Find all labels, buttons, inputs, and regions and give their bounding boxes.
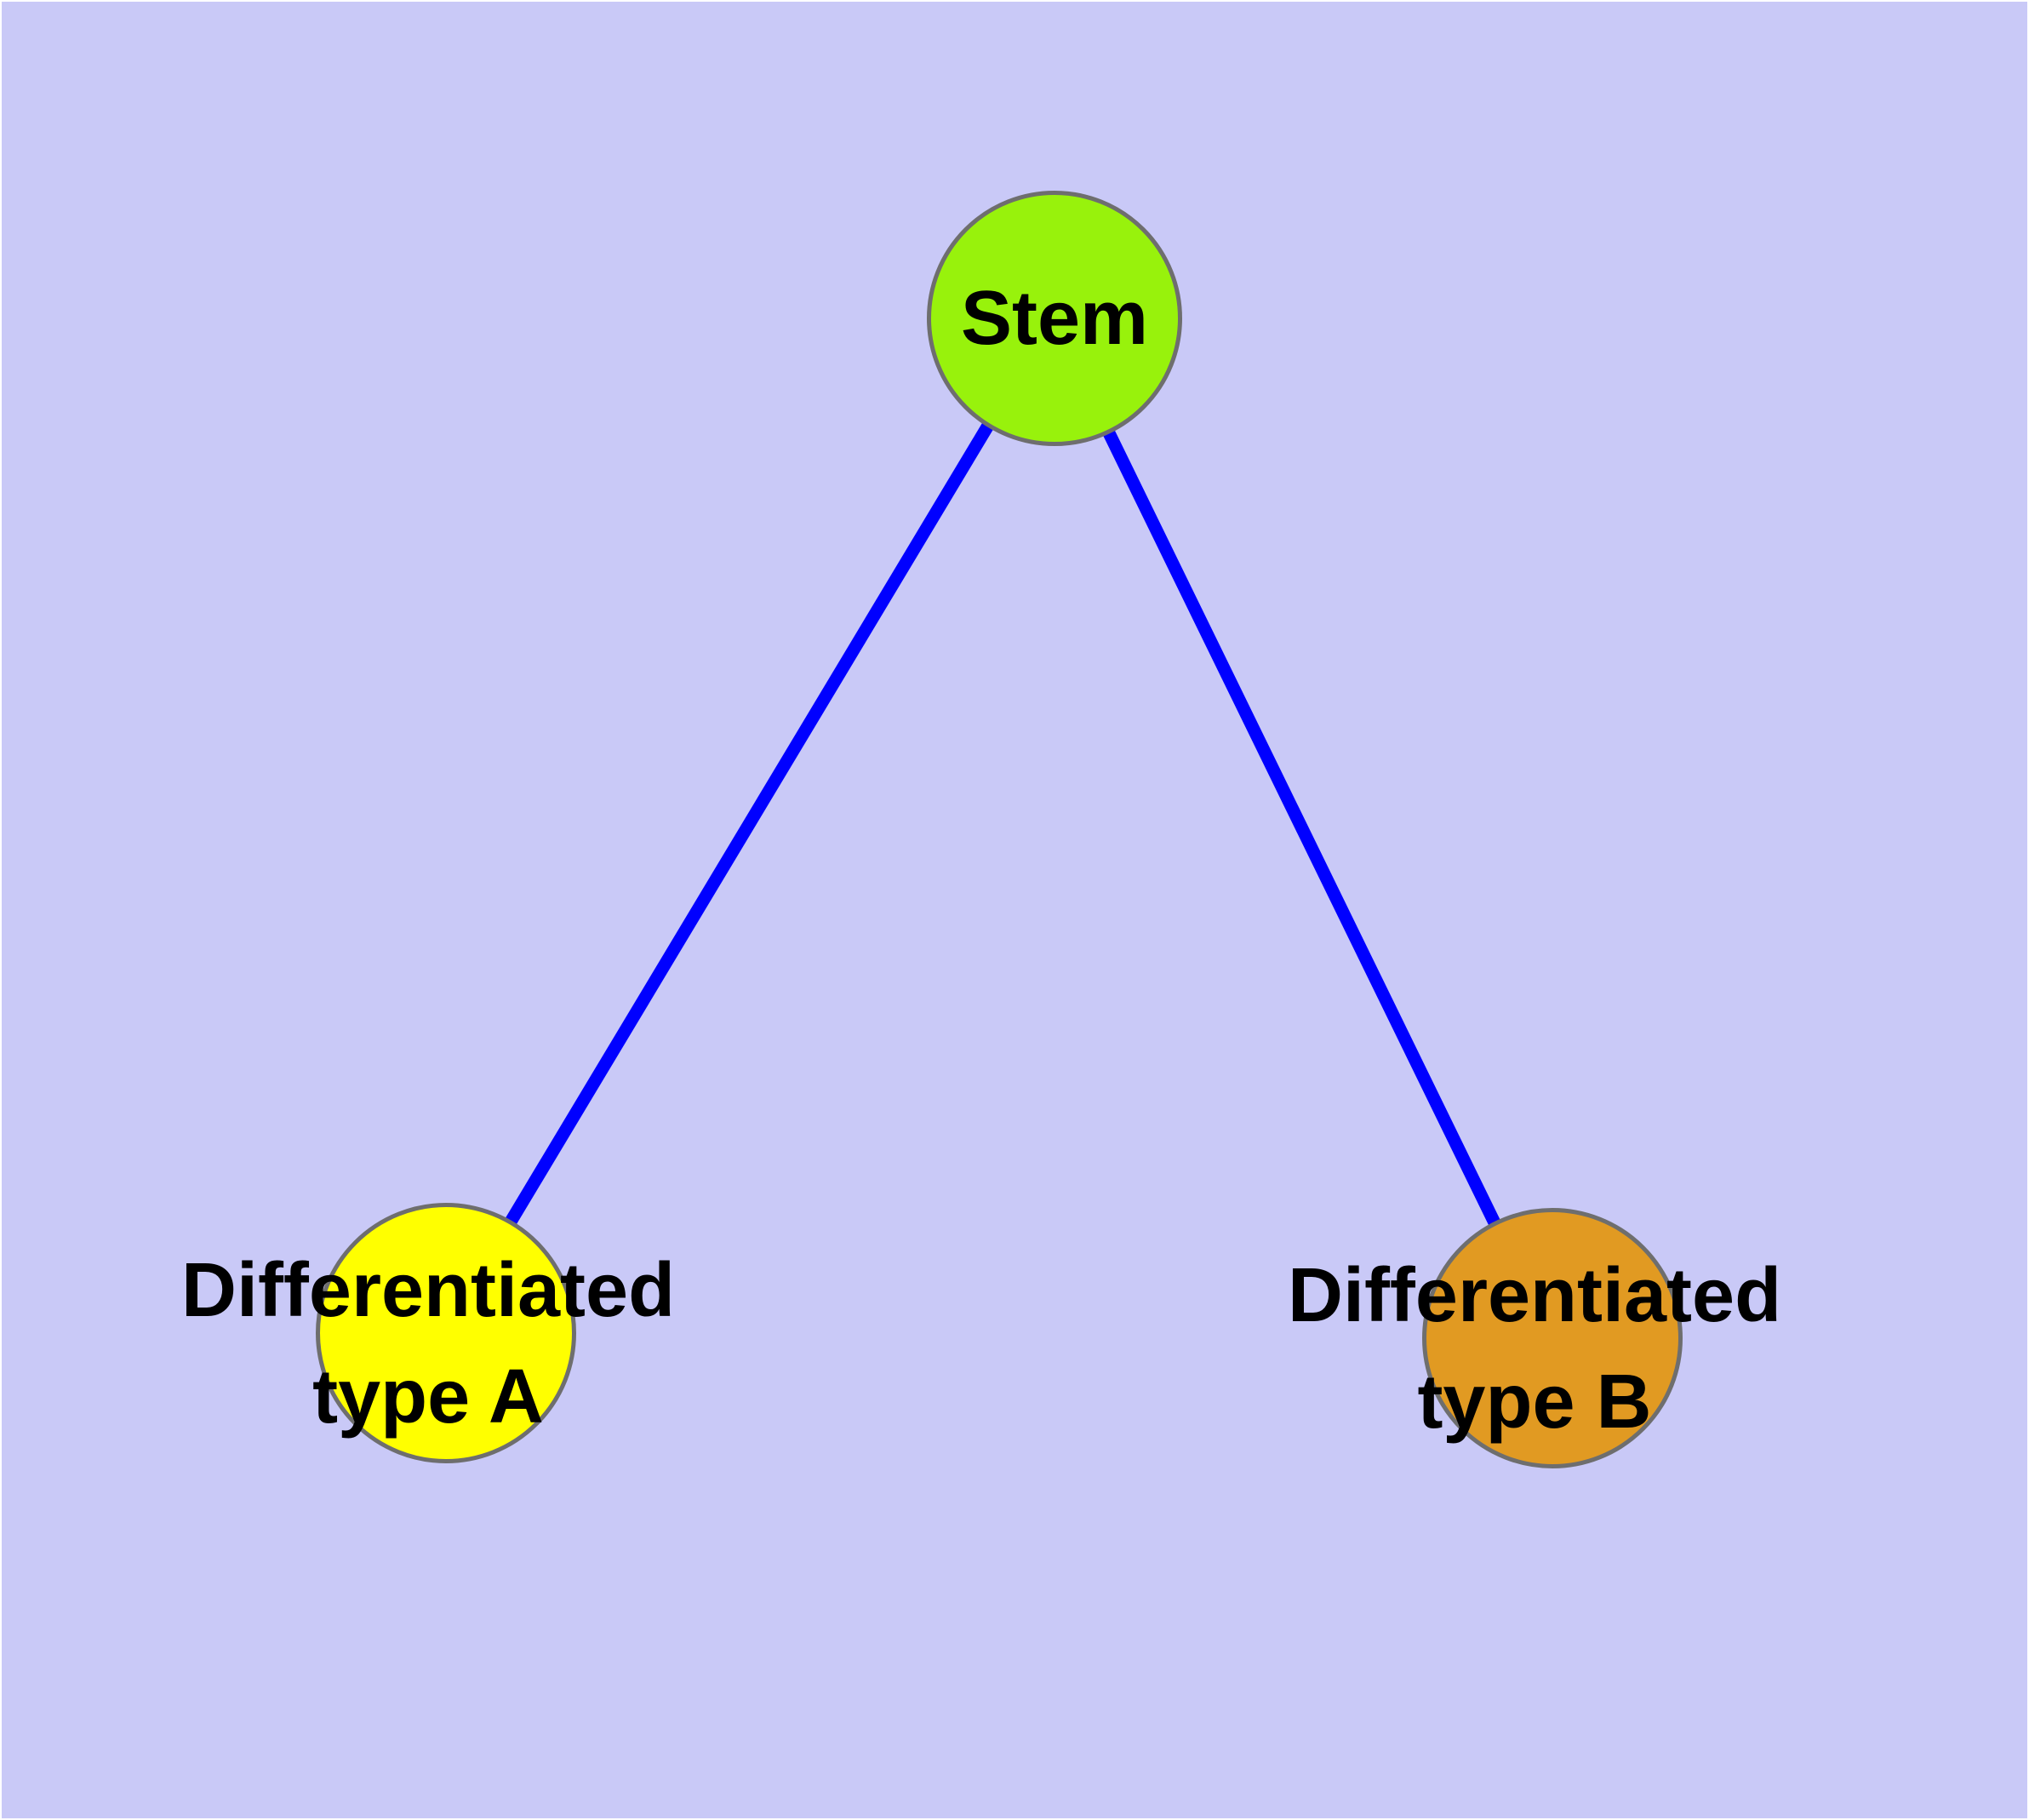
node-differentiated-type-a-label: Differentiated type A — [180, 1248, 676, 1439]
node-differentiated-type-b — [1422, 1208, 1683, 1468]
node-differentiated-type-a — [316, 1203, 576, 1463]
node-stem: Stem — [927, 191, 1182, 446]
node-stem-label: Stem — [960, 275, 1149, 361]
edge-stem-to-type-b — [1047, 315, 1556, 1339]
node-differentiated-type-b-label: Differentiated type B — [1287, 1253, 1782, 1445]
edge-stem-to-type-a — [439, 314, 1059, 1334]
